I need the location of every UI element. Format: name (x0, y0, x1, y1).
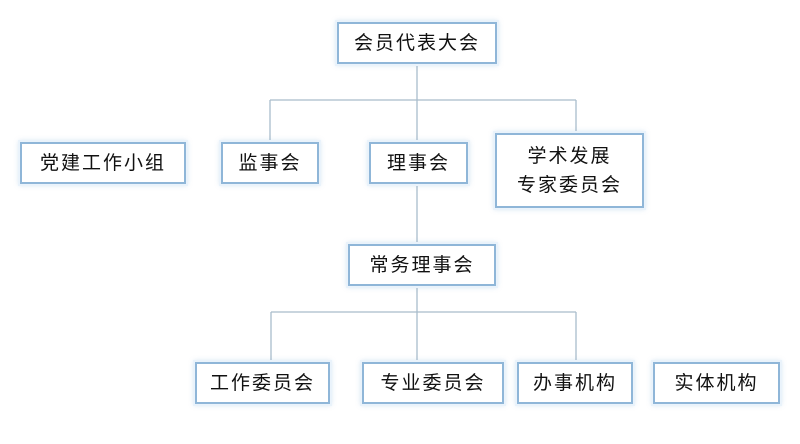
node-administrative-office: 办事机构 (517, 362, 633, 404)
node-members-assembly: 会员代表大会 (337, 22, 497, 64)
node-label-line2: 专家委员会 (516, 173, 622, 196)
node-label: 工作委员会 (209, 371, 315, 394)
node-council: 理事会 (369, 142, 468, 184)
node-label-line1: 学术发展 (527, 144, 612, 167)
node-label: 党建工作小组 (39, 151, 166, 174)
node-label: 专业委员会 (380, 371, 486, 394)
node-academic-expert-committee: 学术发展 专家委员会 (495, 133, 644, 208)
node-entity-institution: 实体机构 (653, 362, 780, 404)
node-label: 实体机构 (674, 371, 759, 394)
node-label: 会员代表大会 (353, 31, 480, 54)
node-supervisory-board: 监事会 (221, 142, 319, 184)
node-standing-council: 常务理事会 (348, 244, 496, 286)
node-label: 常务理事会 (369, 253, 475, 276)
node-label: 办事机构 (532, 371, 617, 394)
node-label: 理事会 (386, 151, 450, 174)
node-working-committee: 工作委员会 (195, 362, 330, 404)
node-professional-committee: 专业委员会 (362, 362, 504, 404)
node-label: 监事会 (238, 151, 302, 174)
node-party-building-group: 党建工作小组 (20, 142, 186, 184)
